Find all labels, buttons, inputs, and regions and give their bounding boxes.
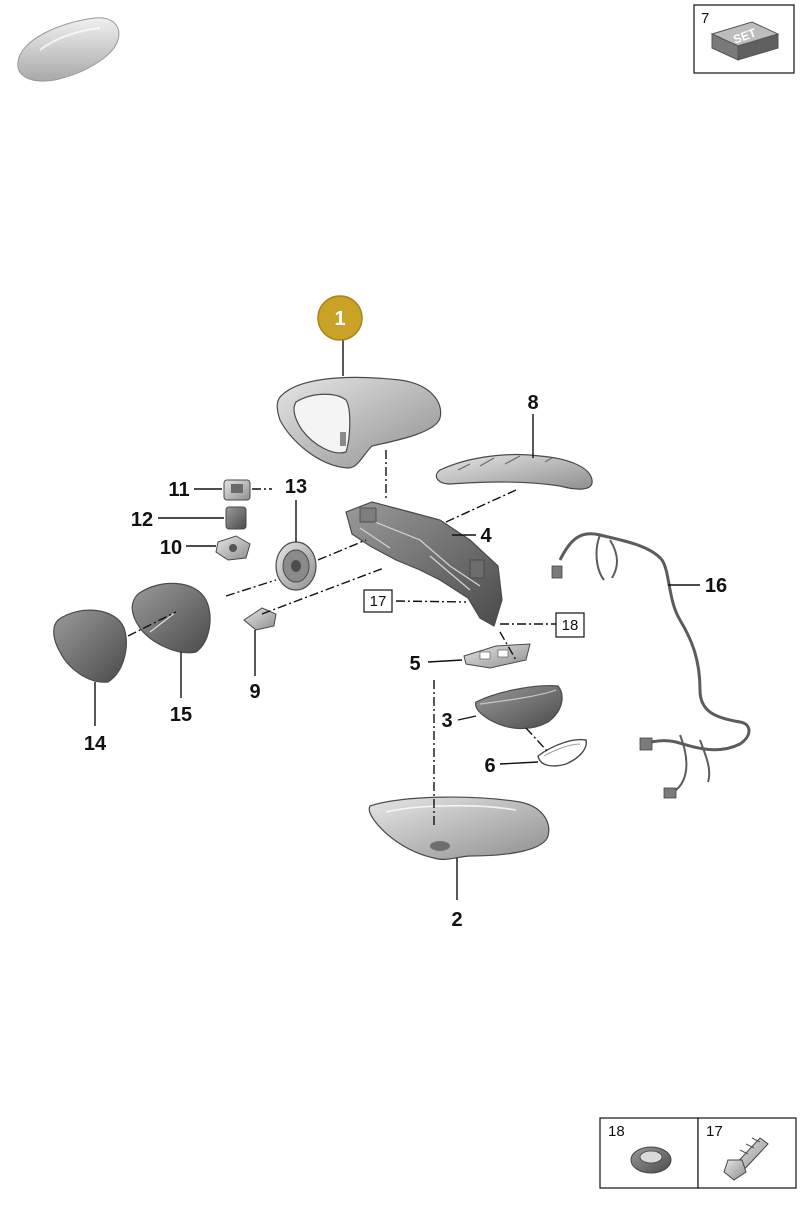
legend-boxes: 18 17 (599, 1117, 797, 1189)
part-14-mirror-glass (53, 609, 127, 683)
screw-icon (723, 1137, 769, 1181)
callout-10[interactable]: 10 (160, 537, 182, 559)
callout-11[interactable]: 11 (168, 479, 189, 501)
legend-18-number: 18 (608, 1123, 625, 1140)
part-13-adjustment-unit (275, 541, 317, 591)
set-box: 7 SET (693, 4, 795, 74)
part-6-lens (537, 738, 587, 767)
part-4-mirror-frame (345, 501, 503, 627)
part-12-motor (225, 506, 247, 530)
callout-4[interactable]: 4 (480, 525, 492, 547)
callout-16[interactable]: 16 (705, 575, 727, 597)
callout-3[interactable]: 3 (441, 710, 452, 732)
callout-17-label: 17 (370, 593, 387, 610)
part-1-mirror-housing (276, 376, 442, 469)
callout-9[interactable]: 9 (249, 681, 260, 703)
callout-6[interactable]: 6 (484, 755, 495, 777)
callout-17-box[interactable]: 17 (363, 589, 393, 613)
callout-5[interactable]: 5 (409, 653, 420, 675)
set-badge-icon: SET (710, 21, 780, 61)
callout-8[interactable]: 8 (527, 392, 538, 414)
grommet-icon (630, 1146, 672, 1174)
part-15-mirror-glass (131, 582, 211, 654)
leader-lines (94, 340, 700, 900)
callout-18-box[interactable]: 18 (555, 612, 585, 638)
assembly-lines (127, 450, 556, 826)
callout-15[interactable]: 15 (170, 704, 192, 726)
part-5-bezel (463, 643, 531, 669)
callout-18-label: 18 (562, 617, 579, 634)
set-box-number: 7 (701, 10, 709, 27)
callout-14[interactable]: 14 (84, 733, 107, 755)
legend-17-number: 17 (706, 1123, 723, 1140)
callout-2[interactable]: 2 (451, 909, 462, 931)
callout-1-highlighted[interactable]: 1 (317, 295, 363, 341)
part-11-connector (223, 479, 251, 501)
part-10-bracket (215, 535, 251, 561)
callout-12[interactable]: 12 (131, 509, 153, 531)
callout-13[interactable]: 13 (285, 476, 307, 498)
callout-1-label: 1 (334, 308, 345, 330)
part-8-turn-signal (435, 453, 593, 490)
part-3-lower-housing (475, 685, 563, 730)
part-9-lamp (243, 607, 277, 631)
part-16-wiring-harness (551, 532, 751, 799)
part-2-mirror-cover (368, 796, 550, 860)
car-thumbnail-icon (17, 17, 120, 82)
